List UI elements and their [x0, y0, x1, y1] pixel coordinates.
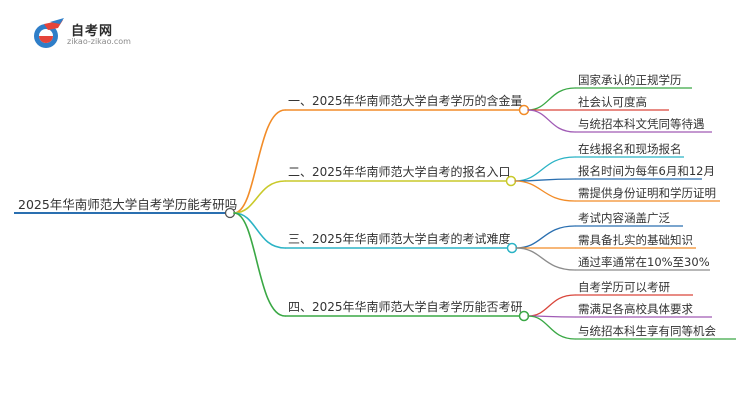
child-label-3-1: 考试内容涵盖广泛 [578, 211, 670, 225]
child-label-2-2: 报名时间为每年6月和12月 [578, 164, 715, 178]
branch-node-dot-1[interactable] [518, 104, 530, 116]
branch-label-1: 一、2025年华南师范大学自考学历的含金量 [288, 93, 523, 108]
child-label-3-3: 通过率通常在10%至30% [578, 255, 710, 269]
child-label-4-1: 自考学历可以考研 [578, 280, 670, 294]
child-label-1-3: 与统招本科文凭同等待遇 [578, 117, 705, 131]
child-label-2-1: 在线报名和现场报名 [578, 142, 682, 156]
child-label-4-2: 需满足各高校具体要求 [578, 302, 693, 316]
child-connector-3-1 [515, 225, 576, 249]
child-connector-2-1 [514, 156, 576, 182]
branch-node-dot-3[interactable] [506, 242, 518, 254]
child-connector-3-3 [515, 247, 576, 271]
child-connector-1-1 [527, 87, 576, 111]
branch-node-dot-2[interactable] [505, 175, 517, 187]
branch-node-dot-4[interactable] [518, 310, 530, 322]
child-label-2-3: 需提供身份证明和学历证明 [578, 186, 716, 200]
child-connector-4-3 [527, 315, 576, 340]
child-connector-2-3 [514, 180, 576, 202]
child-connector-1-3 [527, 109, 576, 133]
brand-name: 自考网 [71, 24, 114, 39]
branch-connector-4 [233, 212, 286, 317]
branch-label-2: 二、2025年华南师范大学自考的报名入口 [288, 164, 511, 179]
site-logo[interactable]: 自考网 zikao-zikao.com [30, 18, 180, 52]
root-node-label: 2025年华南师范大学自考学历能考研吗 [18, 197, 237, 212]
child-label-4-3: 与统招本科生享有同等机会 [578, 324, 716, 338]
child-label-1-2: 社会认可度高 [578, 95, 647, 109]
branch-connector-1 [233, 109, 286, 214]
branch-label-4: 四、2025年华南师范大学自考学历能否考研 [288, 299, 523, 314]
child-label-3-2: 需具备扎实的基础知识 [578, 233, 693, 247]
branch-connector-2 [233, 180, 286, 214]
branch-label-3: 三、2025年华南师范大学自考的考试难度 [288, 231, 511, 246]
child-connector-4-1 [527, 294, 576, 317]
brand-url: zikao-zikao.com [67, 37, 131, 46]
root-node-dot[interactable] [224, 207, 236, 219]
branch-connector-3 [233, 212, 286, 249]
child-label-1-1: 国家承认的正规学历 [578, 73, 682, 87]
graduation-cap-icon [34, 18, 64, 48]
